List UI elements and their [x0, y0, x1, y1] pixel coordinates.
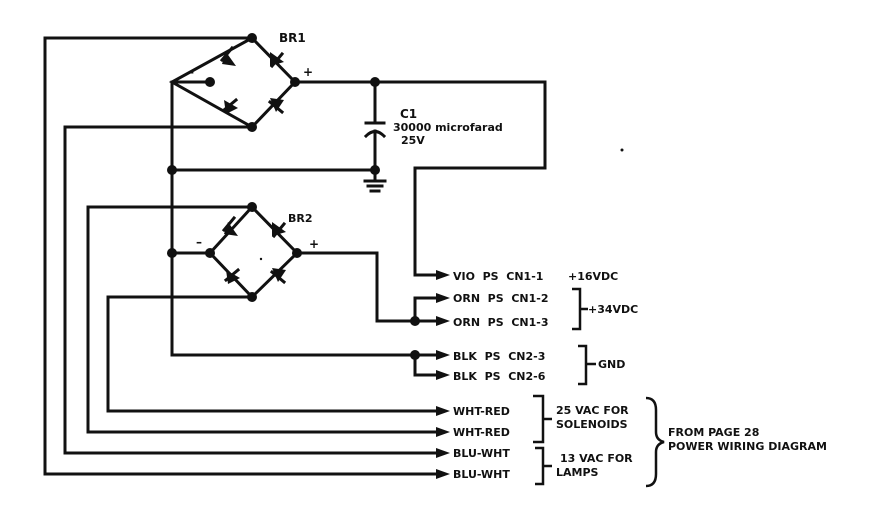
source-line-2: POWER WIRING DIAGRAM — [668, 440, 827, 453]
output-label: ORN PS CN1-3 — [453, 316, 548, 329]
curly-brace-source — [645, 396, 665, 488]
bracket-34vdc — [572, 287, 588, 331]
arrow-icon — [436, 316, 450, 326]
wire-gnd-branch — [413, 353, 440, 377]
wire-34vdc — [295, 251, 440, 323]
output-label: BLK PS CN2-3 — [453, 350, 545, 363]
diode-icon — [221, 97, 239, 114]
wire-blu-wht-1 — [63, 125, 440, 455]
arrow-icon — [436, 370, 450, 380]
arrow-icon — [436, 448, 450, 458]
ground-icon — [363, 179, 387, 193]
output-label: VIO PS CN1-1 — [453, 270, 543, 283]
arrow-icon — [436, 469, 450, 479]
diode-icon — [221, 215, 238, 236]
output-group-16vdc: +16VDC — [568, 270, 618, 283]
wire-34vdc-branch — [413, 296, 440, 323]
output-label: ORN PS CN1-2 — [453, 292, 548, 305]
br2-label: BR2 — [288, 212, 313, 225]
wire-16vdc — [373, 80, 547, 277]
wire-blu-wht-2 — [43, 36, 440, 476]
input-label: BLU-WHT — [453, 447, 510, 460]
diode-icon — [269, 51, 285, 69]
output-group-34vdc: +34VDC — [588, 303, 638, 316]
output-group-gnd: GND — [598, 358, 625, 371]
scan-artifact-dot — [620, 148, 624, 152]
arrow-icon — [436, 350, 450, 360]
br1-plus-label: + — [303, 65, 313, 79]
diode-icon — [223, 267, 241, 284]
c1-value: 30000 microfarad — [393, 121, 503, 134]
diode-icon — [269, 268, 287, 285]
diode-icon — [267, 98, 285, 115]
bracket-solenoids — [533, 394, 552, 444]
br1-label: BR1 — [279, 31, 306, 45]
arrow-icon — [436, 293, 450, 303]
wire-wht-red-1 — [106, 295, 440, 413]
input-label: WHT-RED — [453, 426, 510, 439]
arrow-icon — [436, 406, 450, 416]
arrow-icon — [436, 270, 450, 280]
input-group-solenoids-1: 25 VAC FOR — [556, 404, 629, 417]
capacitor-c1: C1 30000 microfarad 25V — [293, 77, 503, 193]
br2-center-dot — [259, 257, 263, 261]
diode-icon — [271, 221, 287, 239]
bridge-rectifier-br1: BR1 – + — [168, 31, 313, 132]
br2-plus-label: + — [309, 237, 319, 251]
output-label: BLK PS CN2-6 — [453, 370, 546, 383]
input-label: WHT-RED — [453, 405, 510, 418]
input-label: BLU-WHT — [453, 468, 510, 481]
br1-minus-label: – — [188, 65, 194, 79]
c1-label: C1 — [400, 107, 417, 121]
arrow-icon — [436, 427, 450, 437]
source-line-1: FROM PAGE 28 — [668, 426, 759, 439]
wire-wht-red-2 — [86, 205, 440, 434]
negative-bus — [170, 80, 417, 357]
bracket-gnd — [578, 344, 596, 386]
input-group-lamps-2: LAMPS — [556, 466, 599, 479]
input-group-lamps-1: 13 VAC FOR — [560, 452, 633, 465]
bracket-lamps — [535, 446, 552, 486]
diode-icon — [219, 45, 236, 66]
input-group-solenoids-2: SOLENOIDS — [556, 418, 628, 431]
c1-voltage: 25V — [401, 134, 425, 147]
br2-minus-label: – — [196, 235, 202, 249]
